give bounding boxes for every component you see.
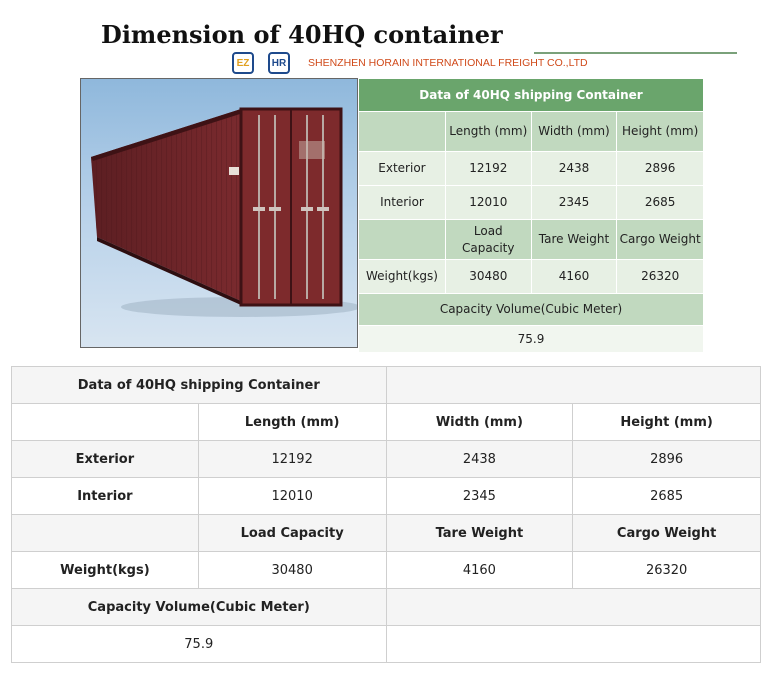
table-cell: 2345	[385, 477, 574, 515]
table-cell: 2896	[572, 440, 761, 478]
header-length: Length (mm)	[444, 111, 532, 152]
table-cell	[11, 514, 199, 552]
header-width: Width (mm)	[385, 403, 574, 441]
volume-value: 75.9	[358, 325, 704, 353]
table-cell: 12192	[197, 440, 387, 478]
company-logo-hr: HR	[268, 52, 290, 74]
table-cell: 30480	[444, 259, 532, 294]
table-row: Length (mm) Width (mm) Height (mm)	[11, 403, 761, 441]
table-row: Load Capacity Tare Weight Cargo Weight	[11, 514, 761, 552]
table-cell: 26320	[616, 259, 704, 294]
table-cell: 2345	[530, 185, 618, 220]
table-cell: 2438	[385, 440, 574, 478]
table-cell: 4160	[385, 551, 574, 589]
header-width: Width (mm)	[530, 111, 618, 152]
table-row: Weight(kgs) 30480 4160 26320	[11, 551, 761, 589]
row-label-weight: Weight(kgs)	[11, 551, 199, 589]
table-cell	[385, 625, 762, 663]
volume-title: Capacity Volume(Cubic Meter)	[11, 588, 387, 626]
company-logo-ez: EZ	[232, 52, 254, 74]
table-row: Interior 12010 2345 2685	[11, 477, 761, 515]
table-row: Length (mm) Width (mm) Height (mm)	[358, 111, 704, 152]
header-load-capacity: Load Capacity	[197, 514, 387, 552]
header-height: Height (mm)	[572, 403, 761, 441]
volume-title: Capacity Volume(Cubic Meter)	[358, 293, 704, 326]
spec-table: Data of 40HQ shipping Container Length (…	[11, 366, 762, 663]
table-cell: 26320	[572, 551, 761, 589]
table-cell: 30480	[197, 551, 387, 589]
table-row: 75.9	[358, 325, 704, 353]
table-row: Data of 40HQ shipping Container	[11, 366, 762, 404]
table-cell: 2685	[572, 477, 761, 515]
header-cargo-weight: Cargo Weight	[572, 514, 761, 552]
volume-value: 75.9	[11, 625, 387, 663]
table-cell: 2896	[616, 151, 704, 186]
row-label-exterior: Exterior	[11, 440, 199, 478]
table-cell: 12010	[197, 477, 387, 515]
table-cell	[358, 219, 446, 260]
table-row: Exterior 12192 2438 2896	[11, 440, 761, 478]
header-load-capacity: Load Capacity	[444, 219, 532, 260]
company-name: SHENZHEN HORAIN INTERNATIONAL FREIGHT CO…	[308, 57, 588, 69]
table-row: Load Capacity Tare Weight Cargo Weight	[358, 219, 704, 260]
header-tare-weight: Tare Weight	[530, 219, 618, 260]
header-cargo-weight: Cargo Weight	[616, 219, 704, 260]
table-row: 75.9	[11, 625, 762, 663]
container-photo	[80, 78, 358, 348]
header-tare-weight: Tare Weight	[385, 514, 574, 552]
header-length: Length (mm)	[197, 403, 387, 441]
company-bar: EZ HR SHENZHEN HORAIN INTERNATIONAL FREI…	[232, 50, 588, 76]
row-label-interior: Interior	[358, 185, 446, 220]
table-row: Capacity Volume(Cubic Meter)	[11, 588, 762, 626]
table-row: Data of 40HQ shipping Container	[358, 78, 704, 112]
table-row: Capacity Volume(Cubic Meter)	[358, 293, 704, 326]
table-row: Exterior 12192 2438 2896	[358, 151, 704, 186]
table-cell	[358, 111, 446, 152]
table-row: Interior 12010 2345 2685	[358, 185, 704, 220]
table-cell: 4160	[530, 259, 618, 294]
table-row: Weight(kgs) 30480 4160 26320	[358, 259, 704, 294]
header-height: Height (mm)	[616, 111, 704, 152]
table-cell	[385, 588, 762, 626]
row-label-interior: Interior	[11, 477, 199, 515]
page-title: Dimension of 40HQ container	[101, 20, 503, 49]
title-underline	[534, 52, 737, 54]
table-title: Data of 40HQ shipping Container	[358, 78, 704, 112]
table-title: Data of 40HQ shipping Container	[11, 366, 387, 404]
row-label-exterior: Exterior	[358, 151, 446, 186]
table-cell	[11, 403, 199, 441]
table-cell: 12010	[444, 185, 532, 220]
table-cell: 2438	[530, 151, 618, 186]
container-illustration	[81, 79, 357, 347]
table-cell: 12192	[444, 151, 532, 186]
row-label-weight: Weight(kgs)	[358, 259, 446, 294]
spec-table-green: Data of 40HQ shipping Container Length (…	[358, 78, 704, 353]
table-cell: 2685	[616, 185, 704, 220]
table-cell	[385, 366, 762, 404]
